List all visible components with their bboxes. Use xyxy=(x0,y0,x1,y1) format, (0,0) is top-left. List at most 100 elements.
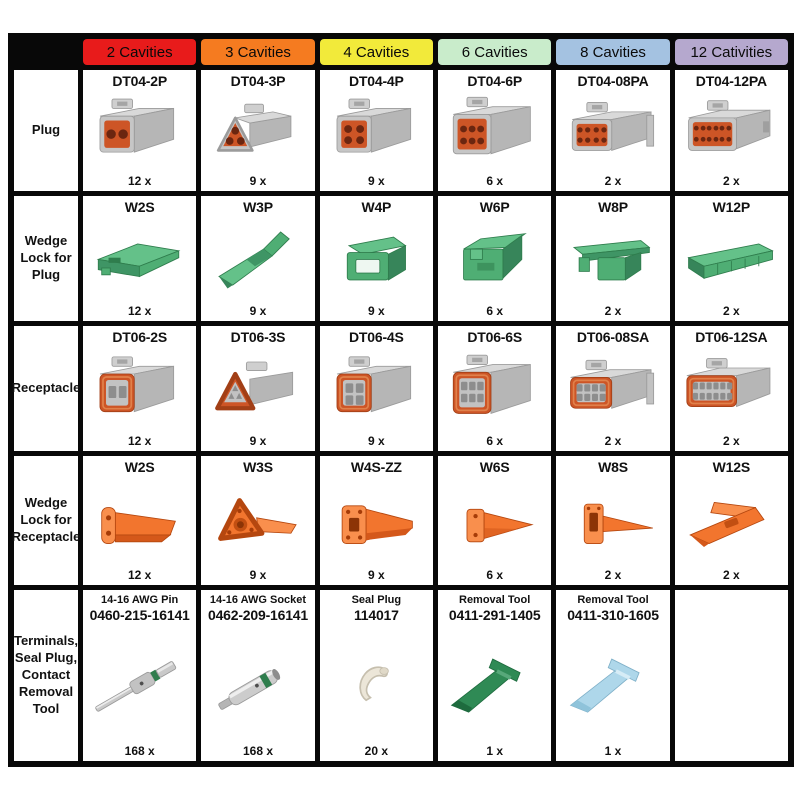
wedge-orange-plate-icon xyxy=(85,475,194,569)
plug-4p-icon xyxy=(322,89,431,175)
part-cell: DT06-3S 9 x xyxy=(201,326,315,451)
part-number: DT06-12SA xyxy=(695,329,768,345)
quantity-label: 9 x xyxy=(249,433,267,448)
part-number: 0411-291-1405 xyxy=(448,607,541,624)
wedge-green-step-icon xyxy=(440,215,549,305)
part-number: W4P xyxy=(361,199,392,215)
quantity-label: 168 x xyxy=(124,743,155,758)
quantity-label: 9 x xyxy=(367,433,385,448)
part-number: W12S xyxy=(712,459,751,475)
part-cell: DT06-08SA 2 x xyxy=(556,326,670,451)
quantity-label: 6 x xyxy=(486,567,503,582)
column-header-2: 3 Cavities xyxy=(201,39,315,65)
terminal-socket-icon xyxy=(203,623,312,745)
part-number: DT04-12PA xyxy=(695,73,767,89)
part-cell: DT04-3P 9 x xyxy=(201,70,315,191)
quantity-label: 2 x xyxy=(604,173,622,188)
recept-6s-icon xyxy=(440,345,549,435)
part-number: W3P xyxy=(243,199,273,215)
part-number: W8S xyxy=(598,459,628,475)
wedge-orange-block-icon xyxy=(322,475,431,569)
part-cell: W4P 9 x xyxy=(319,196,433,321)
plug-12pa-icon xyxy=(677,89,786,175)
part-cell: DT06-12SA 2 x xyxy=(674,326,788,451)
part-cell: W8S 2 x xyxy=(556,456,670,585)
part-number: DT06-08SA xyxy=(576,329,650,345)
quantity-label: 1 x xyxy=(486,743,503,758)
part-name: 14-16 AWG Socket xyxy=(209,594,307,606)
part-number: W3S xyxy=(243,459,273,475)
column-header-3: 4 Cavities xyxy=(319,39,433,65)
quantity-label: 9 x xyxy=(249,173,267,188)
row-label: Wedge Lock for Receptacle xyxy=(12,456,80,585)
wedge-orange-spike-icon xyxy=(558,475,667,569)
part-cell: W6S 6 x xyxy=(438,456,552,585)
quantity-label: 6 x xyxy=(486,173,503,188)
part-number: W6P xyxy=(479,199,510,215)
part-number: DT06-3S xyxy=(230,329,286,345)
quantity-label: 12 x xyxy=(127,433,152,448)
part-name: Seal Plug xyxy=(351,594,402,606)
part-number: W12P xyxy=(712,199,751,215)
wedge-orange-arrow-icon xyxy=(440,475,549,569)
quantity-label: 9 x xyxy=(367,303,385,318)
recept-3s-icon xyxy=(203,345,312,435)
column-header-6: 12 Cativities xyxy=(674,39,788,65)
seal-plug-icon xyxy=(322,623,431,745)
recept-2s-icon xyxy=(85,345,194,435)
recept-12sa-icon xyxy=(677,345,786,435)
quantity-label: 20 x xyxy=(364,743,388,758)
part-name: Removal Tool xyxy=(459,594,531,606)
recept-08sa-icon xyxy=(558,345,667,435)
part-cell: DT04-12PA 2 x xyxy=(674,70,788,191)
plug-3p-icon xyxy=(203,89,312,175)
quantity-label: 168 x xyxy=(242,743,273,758)
part-number: DT04-4P xyxy=(349,73,404,89)
part-number: 0460-215-16141 xyxy=(89,607,190,624)
quantity-label: 2 x xyxy=(722,173,740,188)
quantity-label: 9 x xyxy=(367,567,385,582)
row-label: Receptacle xyxy=(12,326,80,451)
wedge-green-arrow-icon xyxy=(203,215,312,305)
part-name: Removal Tool xyxy=(577,594,649,606)
column-header-5: 8 Cavities xyxy=(556,39,670,65)
quantity-label: 2 x xyxy=(604,567,622,582)
part-number: DT04-2P xyxy=(112,73,167,89)
part-number: DT04-3P xyxy=(230,73,286,89)
part-number: DT06-4S xyxy=(349,329,404,345)
part-cell: W2S 12 x xyxy=(83,456,197,585)
part-number: W6S xyxy=(479,459,510,475)
removal-tool-green-icon xyxy=(440,623,549,745)
quantity-label: 2 x xyxy=(604,303,622,318)
quantity-label: 2 x xyxy=(604,433,622,448)
removal-tool-blue-icon xyxy=(558,623,667,745)
terminal-pin-icon xyxy=(85,623,194,745)
wedge-green-flat-icon xyxy=(85,215,194,305)
quantity-label: 2 x xyxy=(722,433,740,448)
row-label: Terminals, Seal Plug, Contact Removal To… xyxy=(14,590,78,761)
quantity-label: 2 x xyxy=(722,567,740,582)
wedge-orange-tri-icon xyxy=(203,475,312,569)
recept-4s-icon xyxy=(322,345,431,435)
part-number: W2S xyxy=(124,459,155,475)
part-number: W2S xyxy=(124,199,155,215)
wedge-green-long-icon xyxy=(677,215,786,305)
plug-6p-icon xyxy=(440,89,549,175)
quantity-label: 12 x xyxy=(127,567,152,582)
part-number: DT04-08PA xyxy=(577,73,649,89)
